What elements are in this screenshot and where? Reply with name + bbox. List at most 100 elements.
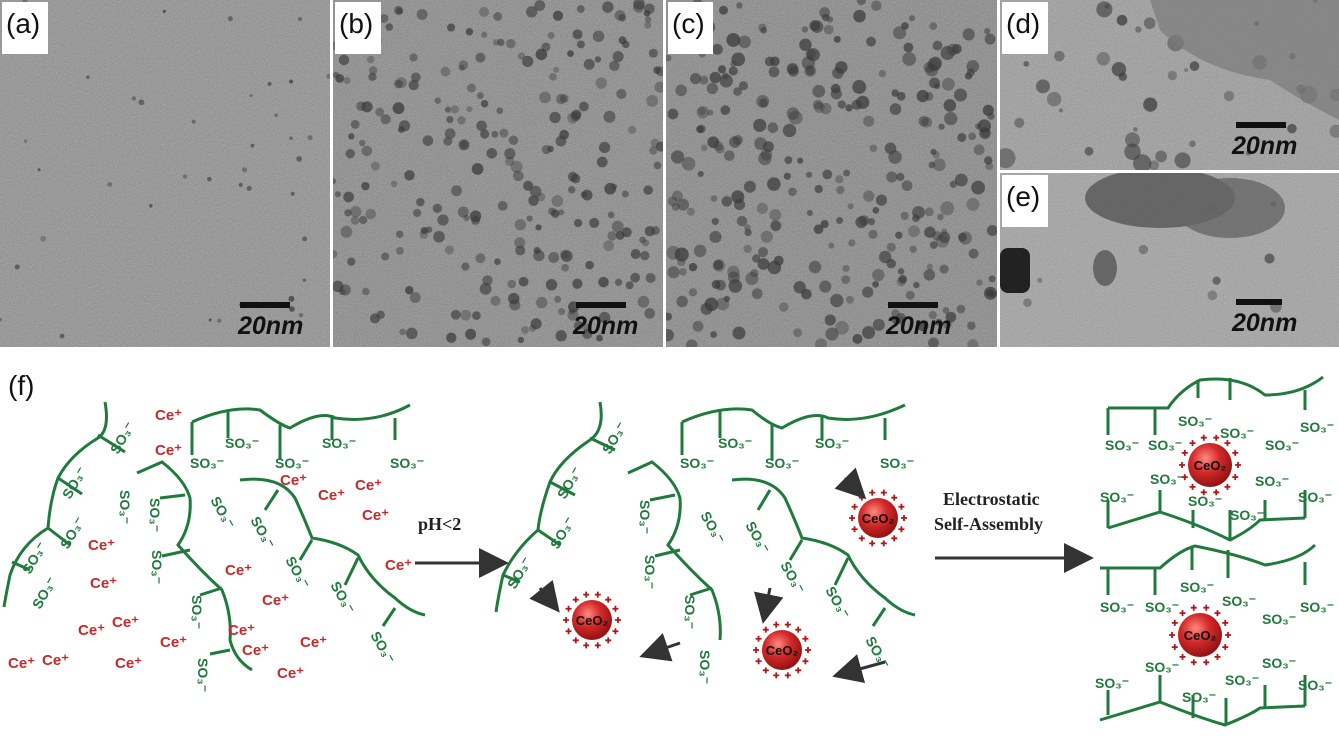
nanoparticle bbox=[801, 26, 809, 33]
nanoparticle bbox=[356, 101, 366, 112]
sulfonate-label: SO₃⁻ bbox=[642, 555, 658, 589]
nanoparticle bbox=[1155, 150, 1167, 163]
nanoparticle bbox=[893, 26, 907, 40]
ceo2-label: CeO₂ bbox=[766, 643, 799, 658]
nanoparticle bbox=[347, 257, 356, 266]
nanoparticle bbox=[589, 217, 600, 228]
nanoparticle bbox=[368, 66, 378, 75]
nanoparticle bbox=[743, 180, 756, 193]
nanoparticle bbox=[984, 28, 991, 35]
nanoparticle bbox=[242, 167, 248, 173]
nanoparticle bbox=[858, 215, 870, 226]
polymer-chains bbox=[2, 375, 1324, 727]
nanoparticle bbox=[340, 225, 353, 238]
nanoparticle bbox=[227, 16, 233, 22]
nanoparticle bbox=[886, 171, 898, 183]
sulfonate-label: SO₃⁻ bbox=[195, 658, 211, 692]
nanoparticle bbox=[875, 194, 888, 206]
nanoparticle bbox=[917, 320, 929, 332]
nanoparticle bbox=[1264, 253, 1275, 264]
nanoparticle bbox=[851, 99, 862, 110]
nanoparticle bbox=[1023, 60, 1030, 67]
ph-label: pH<2 bbox=[418, 514, 461, 534]
nanoparticle bbox=[434, 97, 441, 104]
nanoparticle bbox=[813, 101, 825, 113]
nanoparticle bbox=[1116, 14, 1128, 26]
nanoparticle bbox=[679, 268, 687, 276]
nanoparticle bbox=[667, 108, 679, 120]
nanoparticle bbox=[736, 2, 743, 9]
nanoparticle bbox=[814, 184, 823, 194]
nanoparticle bbox=[944, 111, 958, 126]
nanoparticle bbox=[572, 278, 583, 289]
nanoparticle bbox=[289, 306, 295, 312]
ceo2-label: CeO₂ bbox=[1184, 628, 1217, 643]
nanoparticle bbox=[756, 94, 770, 108]
nanoparticle bbox=[392, 102, 405, 115]
nanoparticle bbox=[504, 148, 516, 160]
nanoparticle bbox=[984, 33, 996, 45]
nanoparticle bbox=[595, 77, 607, 89]
nanoparticle bbox=[712, 259, 726, 272]
nanoparticle bbox=[1133, 127, 1138, 132]
nanoparticle bbox=[561, 263, 569, 272]
sulfonate-label: SO₃⁻ bbox=[637, 500, 653, 534]
sulfonate-label: SO₃⁻ bbox=[777, 559, 808, 597]
nanoparticle bbox=[971, 180, 986, 195]
nanoparticle bbox=[476, 92, 484, 100]
cerium-ion-label: Ce⁺ bbox=[355, 477, 382, 494]
sulfonate-label: SO₃⁻ bbox=[189, 595, 205, 629]
nanoparticle bbox=[630, 249, 641, 259]
nanoparticle bbox=[812, 84, 826, 98]
nanoparticle bbox=[517, 52, 526, 60]
cerium-ion-label: Ce⁺ bbox=[112, 614, 139, 631]
nanoparticle bbox=[450, 309, 461, 320]
nanoparticle bbox=[733, 199, 746, 211]
nanoparticle bbox=[709, 71, 721, 84]
nanoparticle bbox=[548, 207, 557, 216]
nanoparticle bbox=[878, 250, 892, 264]
positive-charge-icons bbox=[1179, 434, 1241, 496]
sulfonate-label: SO₃⁻ bbox=[1262, 655, 1296, 671]
panel-label-b: (b) bbox=[335, 2, 382, 54]
nanoparticle bbox=[1124, 132, 1140, 148]
nanoparticle bbox=[701, 144, 708, 152]
nanoparticle bbox=[1138, 244, 1149, 255]
nanoparticle bbox=[655, 141, 663, 152]
nanoparticle bbox=[900, 211, 909, 221]
nanoparticle bbox=[559, 129, 569, 140]
nanoparticle bbox=[385, 23, 394, 31]
nanoparticle bbox=[1000, 148, 1016, 169]
nanoparticle bbox=[719, 74, 733, 88]
nanoparticle bbox=[504, 156, 515, 166]
nanoparticle bbox=[451, 185, 462, 197]
nanoparticle bbox=[711, 217, 719, 226]
nanoparticle bbox=[736, 215, 748, 227]
nanoparticle bbox=[479, 6, 490, 17]
nanoparticle bbox=[59, 333, 65, 339]
nanoparticle bbox=[1189, 61, 1200, 71]
nanoparticle bbox=[717, 65, 727, 74]
nanoparticle bbox=[767, 260, 782, 275]
cerium-ion-label: Ce⁺ bbox=[318, 487, 345, 504]
nanoparticle bbox=[830, 293, 844, 308]
nanoparticle bbox=[935, 318, 943, 326]
sulfonate-label: SO₃⁻ bbox=[718, 435, 752, 451]
nanoparticle bbox=[630, 272, 641, 283]
cerium-ion-label: Ce⁺ bbox=[8, 655, 35, 672]
nanoparticle bbox=[670, 150, 685, 164]
cerium-ion-label: Ce⁺ bbox=[362, 507, 389, 524]
nanoparticle bbox=[710, 195, 718, 202]
nanoparticle bbox=[609, 60, 620, 72]
nanoparticle bbox=[779, 302, 789, 312]
nanoparticle bbox=[14, 264, 20, 270]
nanoparticle bbox=[444, 128, 456, 140]
nanoparticle bbox=[895, 312, 906, 323]
nanoparticle bbox=[138, 99, 145, 106]
assembly-label-line2: Self-Assembly bbox=[934, 514, 1043, 534]
nanoparticle bbox=[466, 106, 473, 113]
sulfonate-label: SO₃⁻ bbox=[504, 554, 535, 592]
ceo2-particle: CeO₂ bbox=[753, 621, 811, 679]
nanoparticle bbox=[666, 54, 672, 62]
nanoparticle bbox=[338, 54, 350, 66]
